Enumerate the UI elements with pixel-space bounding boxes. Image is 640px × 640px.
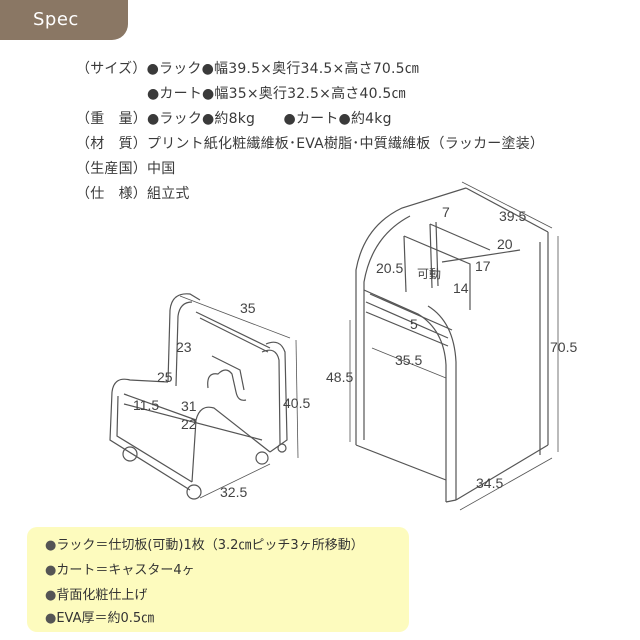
bullet-icon: ●: [45, 563, 57, 578]
rack-knee-height-label: 48.5: [326, 369, 353, 385]
cart-inner-width-label: 31: [181, 398, 197, 414]
bullet-icon: ●: [45, 538, 57, 553]
note-item: ●カート＝キャスター4ヶ: [45, 563, 195, 578]
rack-height-label: 70.5: [550, 339, 577, 355]
notes-box: [27, 527, 409, 632]
spec-tab: Spec: [0, 0, 128, 40]
spec-size-cart: ●カート●幅35×奥行32.5×高さ40.5㎝: [147, 86, 406, 102]
rack-shelf-upper-label: 20: [497, 236, 513, 252]
note-item: ●背面化粧仕上げ: [45, 588, 148, 603]
bullet-icon: ●: [45, 588, 57, 603]
cart-width-label: 35: [240, 300, 256, 316]
rack-shelf-top-label: 7: [442, 204, 450, 220]
rack-top-width-label: 39.5: [499, 208, 526, 224]
rack-front-shelf-label: 5: [410, 316, 418, 332]
rack-depth-label: 34.5: [476, 475, 503, 491]
cart-inner-depth-label: 25: [157, 369, 173, 385]
note-item: ●EVA厚＝約0.5㎝: [45, 611, 155, 626]
spec-weight: （重 量）●ラック●約8kg ●カート●約4kg: [76, 111, 392, 127]
cart-depth-label: 32.5: [220, 484, 247, 500]
rack-shelf-lower-label: 14: [453, 280, 469, 296]
rack-knee-depth-label: 35.5: [395, 352, 422, 368]
rack-drawing: [349, 181, 559, 511]
cart-height-label: 40.5: [283, 395, 310, 411]
note-item: ●ラック＝仕切板(可動)1枚（3.2㎝ピッチ3ヶ所移動）: [45, 538, 364, 553]
rack-movable-label: 可動: [417, 267, 441, 281]
cart-inner-height-label: 23: [176, 339, 192, 355]
bullet-icon: ●: [45, 611, 57, 626]
rack-shelf-mid-label: 17: [475, 258, 491, 274]
spec-material: （材 質）プリント紙化粧繊維板･EVA樹脂･中質繊維板（ラッカー塗装）: [76, 136, 545, 152]
spec-type: （仕 様）組立式: [76, 186, 190, 202]
spec-origin: （生産国）中国: [76, 161, 176, 177]
spec-size-rack: （サイズ）●ラック●幅39.5×奥行34.5×高さ70.5㎝: [76, 61, 419, 77]
rack-side-height-label: 20.5: [376, 260, 403, 276]
cart-inner-height2-label: 22: [181, 416, 197, 432]
cart-drawing: [109, 293, 299, 500]
cart-back-depth-label: 11.5: [133, 397, 159, 413]
